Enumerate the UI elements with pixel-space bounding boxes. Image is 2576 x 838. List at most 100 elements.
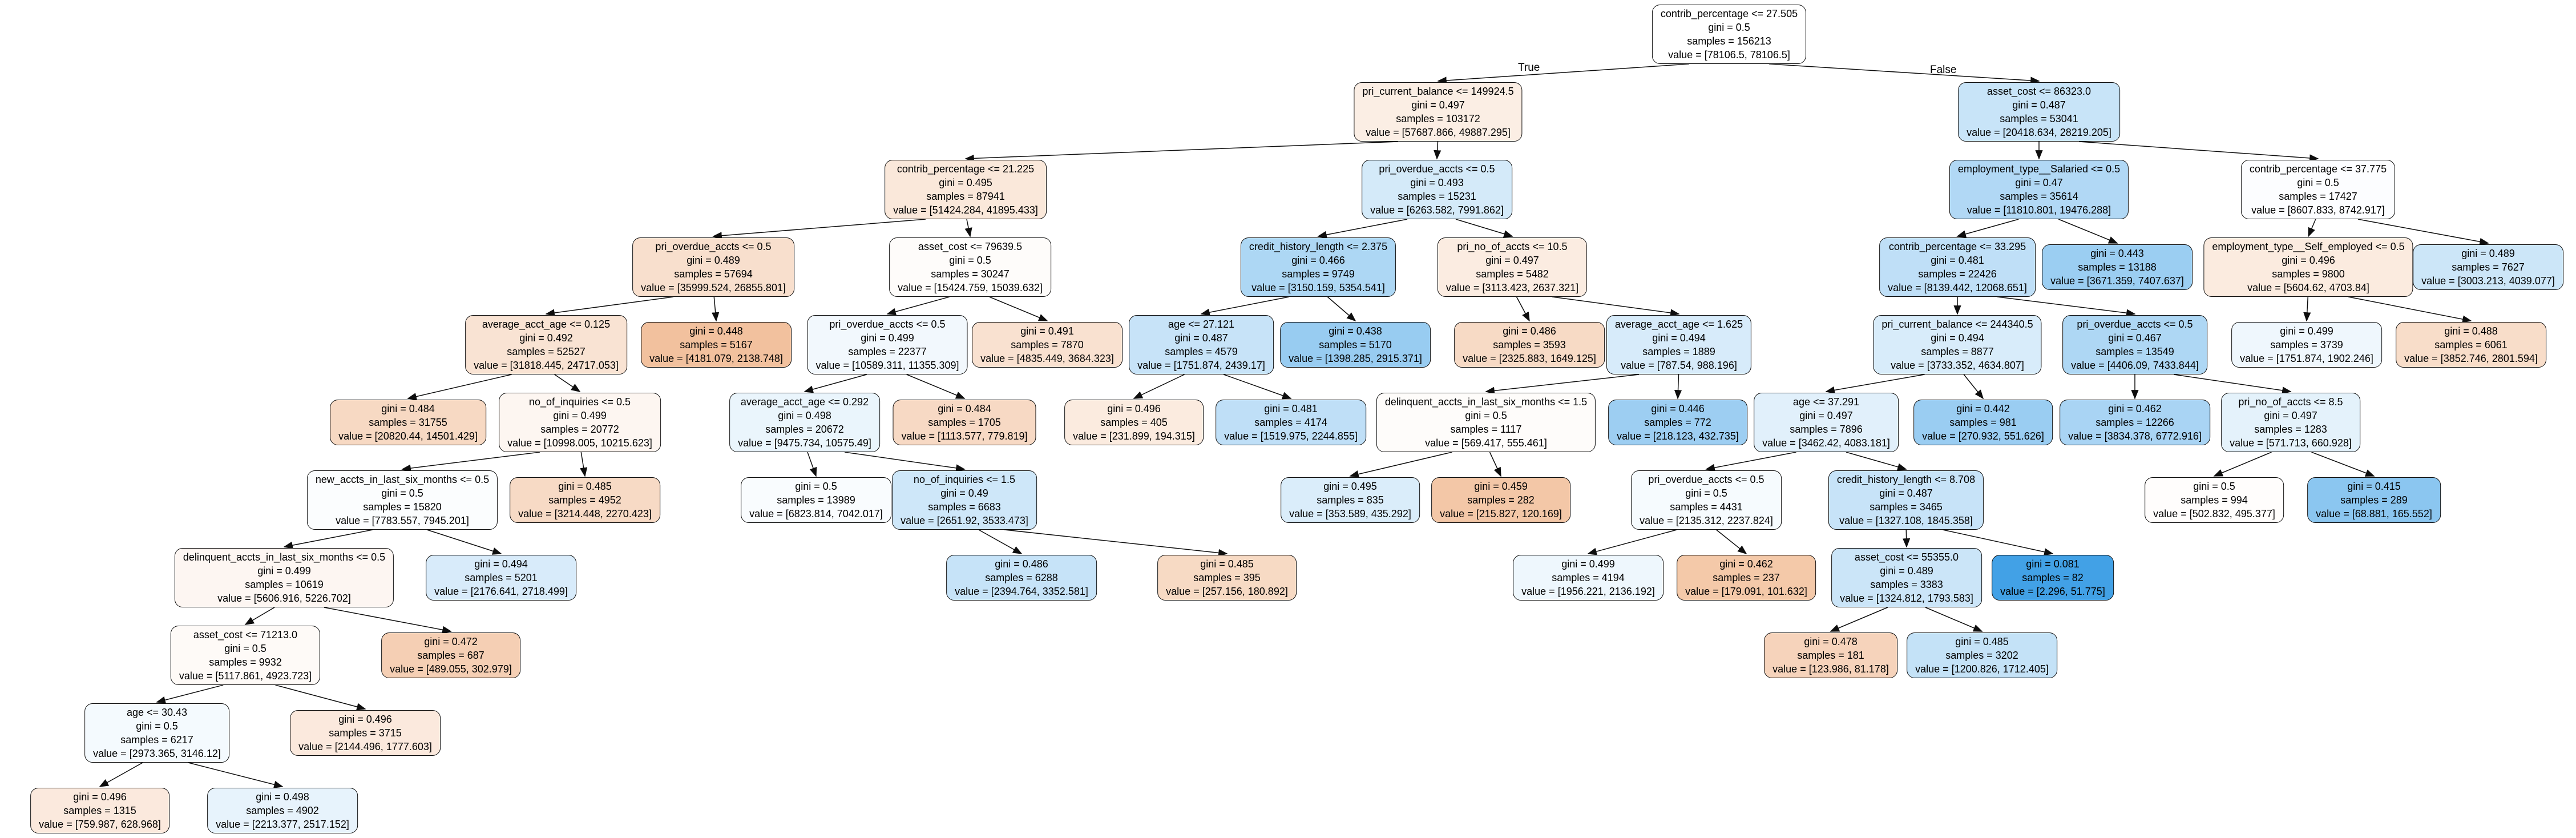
tree-edge [886,296,950,316]
node-gini: gini = 0.499 [1561,558,1615,570]
tree-edge [1516,296,1530,322]
node-condition: pri_overdue_accts <= 0.5 [829,319,946,330]
tree-edge [1943,529,2054,556]
node-samples: samples = 1889 [1642,346,1715,357]
node-gini: gini = 0.494 [1652,332,1706,344]
node-gini: gini = 0.485 [1955,636,2009,647]
node-samples: samples = 1315 [63,805,136,816]
node-condition: average_acct_age <= 1.625 [1614,319,1743,330]
node-samples: samples = 4579 [1165,346,1238,357]
node-gini: gini = 0.49 [940,488,988,499]
node-samples: samples = 395 [1193,572,1261,583]
node-samples: samples = 8877 [1921,346,1994,357]
node-condition: average_acct_age <= 0.125 [482,319,611,330]
node-value: value = [10998.005, 10215.623] [507,437,652,449]
tree-edge [978,529,1023,554]
tree-edge [1956,219,2019,238]
tree-node-internal: delinquent_accts_in_last_six_months <= 1… [1376,393,1596,452]
node-value: value = [1751.874, 2439.17] [1137,360,1265,371]
node-value: value = [218.123, 432.735] [1617,430,1739,442]
node-value: value = [3150.159, 5354.541] [1251,282,1385,293]
node-condition: credit_history_length <= 8.708 [1836,474,1976,485]
node-gini: gini = 0.467 [2108,332,2162,344]
node-samples: samples = 237 [1713,572,1780,583]
node-value: value = [31818.445, 24717.053] [474,360,619,371]
node-samples: samples = 7627 [2452,261,2525,273]
node-condition: pri_no_of_accts <= 10.5 [1457,241,1568,252]
node-condition: delinquent_accts_in_last_six_months <= 0… [183,551,386,563]
node-gini: gini = 0.484 [938,403,991,414]
node-gini: gini = 0.496 [338,714,392,725]
node-gini: gini = 0.448 [689,325,743,337]
node-samples: samples = 3715 [329,727,402,739]
node-gini: gini = 0.496 [1107,403,1161,414]
node-samples: samples = 1117 [1450,424,1522,435]
node-samples: samples = 156213 [1687,35,1771,47]
node-gini: gini = 0.484 [381,403,435,414]
node-gini: gini = 0.5 [1708,22,1750,33]
node-gini: gini = 0.485 [1200,558,1254,570]
node-samples: samples = 4952 [548,494,621,506]
node-value: value = [3852.746, 2801.594] [2404,353,2538,364]
tree-edge [580,452,588,477]
node-value: value = [2135.312, 2237.824] [1640,515,1773,526]
edge-label-false: False [1930,64,1957,76]
node-condition: credit_history_length <= 2.375 [1249,241,1388,252]
node-condition: asset_cost <= 71213.0 [193,629,298,640]
node-samples: samples = 13989 [777,494,855,506]
tree-edge [1705,452,1796,472]
tree-edge [554,374,581,392]
node-samples: samples = 53041 [2000,113,2078,124]
node-samples: samples = 6683 [928,501,1001,513]
node-gini: gini = 0.497 [1799,410,1853,421]
node-value: value = [270.932, 551.626] [1922,430,2044,442]
node-value: value = [1751.874, 1902.246] [2240,353,2373,364]
node-gini: gini = 0.497 [1411,99,1465,111]
node-samples: samples = 835 [1317,494,1384,506]
node-gini: gini = 0.499 [861,332,914,344]
node-value: value = [1519.975, 2244.855] [1224,430,1358,442]
node-gini: gini = 0.492 [519,332,573,344]
node-value: value = [20820.44, 14501.429] [338,430,478,442]
node-condition: age <= 30.43 [126,707,188,718]
node-condition: contrib_percentage <= 37.775 [2249,163,2387,175]
tree-node-internal: delinquent_accts_in_last_six_months <= 0… [174,548,394,607]
node-condition: pri_overdue_accts <= 0.5 [1379,163,1495,175]
node-condition: new_accts_in_last_six_months <= 0.5 [315,474,490,485]
tree-edge [156,684,224,704]
tree-edge [906,374,966,399]
node-value: value = [2.296, 51.775] [2000,586,2105,597]
node-gini: gini = 0.487 [2012,99,2066,111]
tree-edge [1317,219,1408,239]
node-value: value = [5604.62, 4703.84] [2247,282,2369,293]
node-gini: gini = 0.443 [2090,248,2144,259]
node-samples: samples = 181 [1797,650,1864,661]
node-samples: samples = 3383 [1870,579,1943,590]
node-gini: gini = 0.496 [73,791,127,803]
node-value: value = [15424.759, 15039.632] [898,282,1043,293]
node-value: value = [2651.92, 3533.473] [901,515,1028,526]
node-gini: gini = 0.498 [778,410,831,421]
tree-edge [964,219,972,237]
node-value: value = [2325.883, 1649.125] [1463,353,1596,364]
node-gini: gini = 0.496 [2282,255,2335,266]
tree-edge [407,374,512,401]
node-gini: gini = 0.489 [1880,565,1933,577]
node-value: value = [5606.916, 5226.702] [217,593,351,604]
